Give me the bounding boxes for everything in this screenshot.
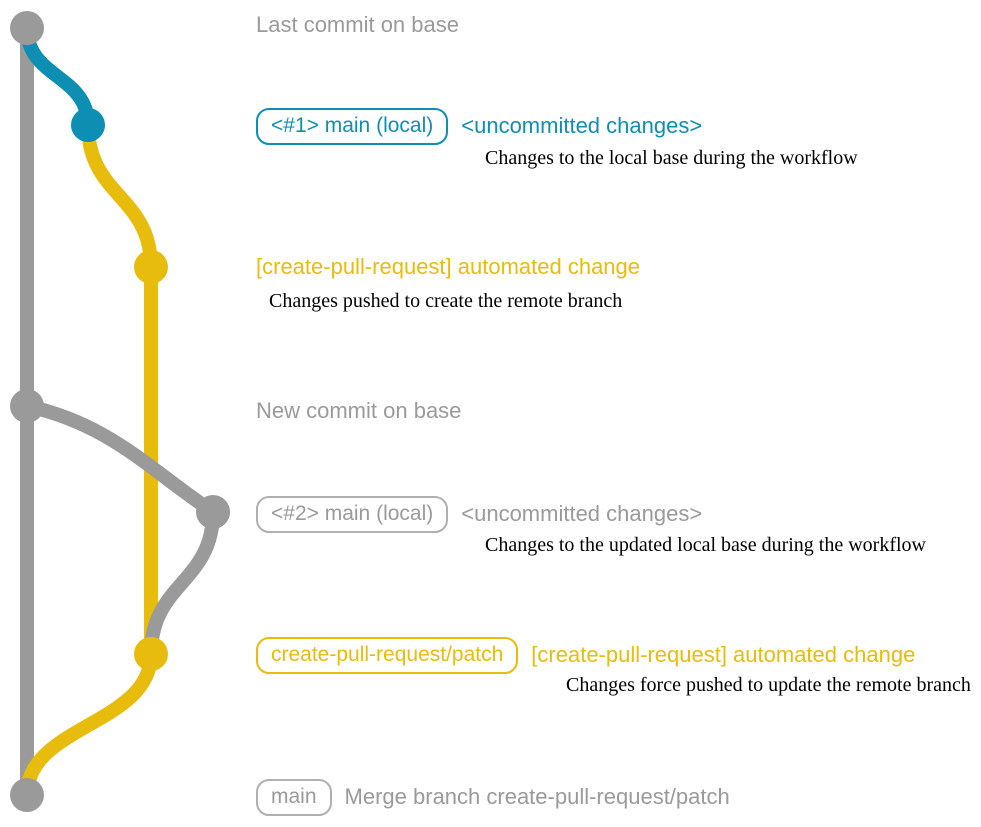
edge-base-to-local-main-1: [20, 21, 95, 132]
commit-message-local-main-2: <uncommitted changes>: [461, 501, 703, 526]
graph-row-automated-change-1: [create-pull-request] automated change: [256, 254, 640, 280]
ref-badge-create-pull-request-patch[interactable]: create-pull-request/patch: [256, 637, 519, 674]
commit-description-automated-change-1: Changes pushed to create the remote bran…: [269, 290, 623, 312]
commit-message-merge-commit: Merge branch create-pull-request/patch: [344, 784, 730, 809]
graph-row-local-main-2: <#2> main (local) <uncommitted changes>: [256, 496, 702, 533]
graph-row-merge-commit: main Merge branch create-pull-request/pa…: [256, 779, 730, 816]
edge-patch-2-to-merge: [20, 647, 158, 802]
commit-message-new-commit-on-base: New commit on base: [256, 398, 462, 423]
commit-node-patch-commit-2[interactable]: [134, 637, 168, 671]
ref-badge-local-main-1[interactable]: <#1> main (local): [256, 108, 449, 145]
edge-base-to-local-main-2: [20, 399, 220, 519]
graph-row-last-commit-on-base: Last commit on base: [256, 12, 459, 38]
commit-node-local-main-2[interactable]: [196, 495, 230, 529]
edge-local-main-1-to-patch-1: [81, 118, 158, 274]
ref-badge-main[interactable]: main: [256, 779, 332, 816]
commit-nodes: [10, 11, 230, 812]
graph-row-new-commit-on-base: New commit on base: [256, 398, 461, 424]
commit-message-last-commit-on-base: Last commit on base: [256, 12, 459, 37]
commit-node-base-new-commit[interactable]: [10, 389, 44, 423]
graph-row-automated-change-2: create-pull-request/patch [create-pull-r…: [256, 637, 915, 674]
commit-description-local-main-2: Changes to the updated local base during…: [485, 534, 926, 556]
ref-badge-local-main-2[interactable]: <#2> main (local): [256, 496, 449, 533]
graph-row-local-main-1: <#1> main (local) <uncommitted changes>: [256, 108, 702, 145]
commit-node-merge-commit[interactable]: [10, 778, 44, 812]
commit-node-patch-commit-1[interactable]: [134, 250, 168, 284]
commit-message-local-main-1: <uncommitted changes>: [461, 113, 703, 138]
commit-node-local-main-1[interactable]: [71, 108, 105, 142]
commit-node-base-head[interactable]: [10, 11, 44, 45]
commit-message-automated-change-1: [create-pull-request] automated change: [256, 254, 641, 279]
commit-message-automated-change-2: [create-pull-request] automated change: [531, 642, 916, 667]
commit-description-local-main-1: Changes to the local base during the wor…: [485, 147, 858, 169]
edge-local-main-2-to-patch-2: [144, 505, 220, 661]
commit-description-automated-change-2: Changes force pushed to update the remot…: [566, 674, 971, 696]
